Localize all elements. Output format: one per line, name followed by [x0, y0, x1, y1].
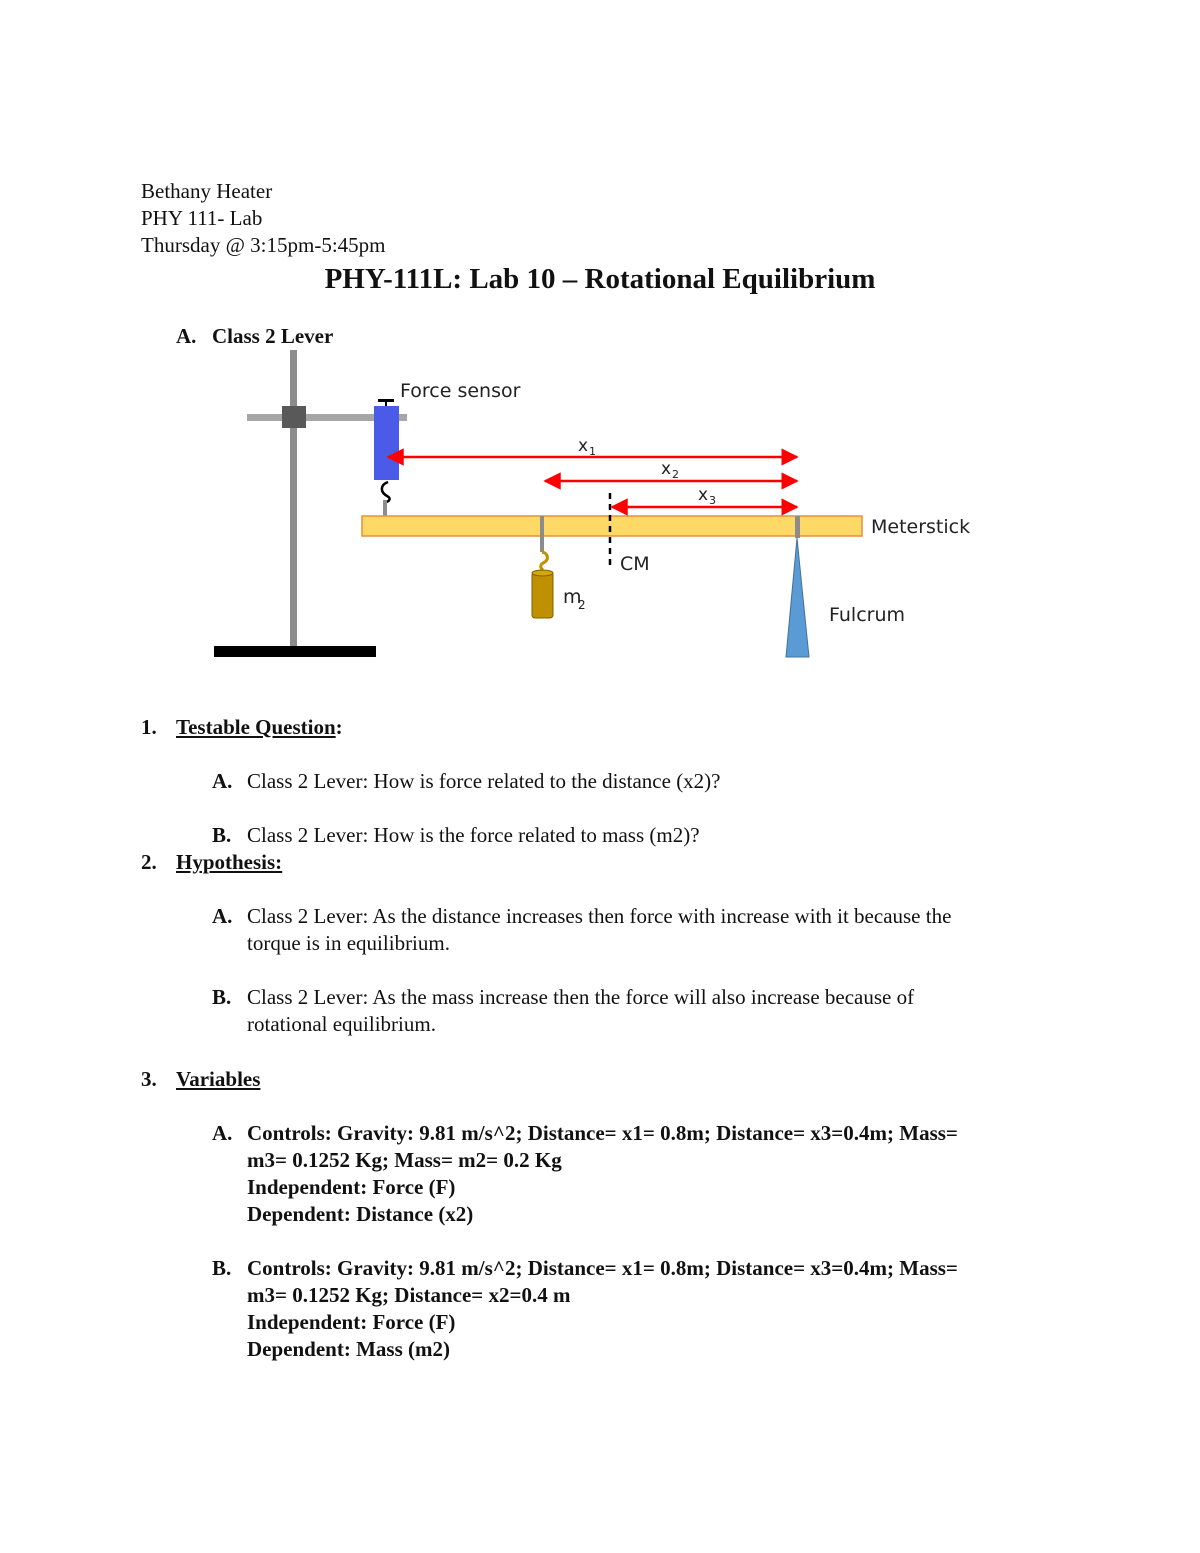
lever-diagram: Force sensor Meterstick Fulcrum CM m 2 x…	[214, 350, 970, 658]
x3-label: x	[698, 485, 708, 505]
q1b-letter: B.	[212, 823, 232, 847]
x3-subscript: 3	[709, 494, 716, 507]
mass-hook	[539, 550, 549, 572]
course-name: PHY 111- Lab	[141, 206, 263, 230]
q3a-line1: Controls: Gravity: 9.81 m/s^2; Distance=…	[247, 1121, 958, 1145]
q2a-letter: A.	[212, 904, 233, 928]
q3-number: 3.	[141, 1067, 157, 1091]
m2-subscript: 2	[578, 598, 586, 612]
q2a-line2: torque is in equilibrium.	[247, 931, 450, 955]
q2b-line1: Class 2 Lever: As the mass increase then…	[247, 985, 915, 1009]
q1b-text: Class 2 Lever: How is the force related …	[247, 823, 700, 847]
q1-heading: Testable Question	[176, 715, 336, 739]
q2b-letter: B.	[212, 985, 232, 1009]
q1-colon: :	[335, 715, 343, 739]
x1-label: x	[578, 436, 588, 456]
x1-subscript: 1	[589, 445, 596, 458]
class-time: Thursday @ 3:15pm-5:45pm	[141, 233, 386, 257]
fulcrum-rod	[795, 516, 800, 538]
sensor-hook	[380, 480, 391, 504]
q3b-line1: Controls: Gravity: 9.81 m/s^2; Distance=…	[247, 1256, 958, 1280]
force-sensor-label: Force sensor	[400, 380, 521, 402]
q3b-line3: Independent: Force (F)	[247, 1310, 456, 1334]
q1a-letter: A.	[212, 769, 233, 793]
q3a-line3: Independent: Force (F)	[247, 1175, 456, 1199]
q1a-text: Class 2 Lever: How is force related to t…	[247, 769, 721, 793]
x2-label: x	[661, 459, 671, 479]
page-title: PHY-111L: Lab 10 – Rotational Equilibriu…	[324, 263, 876, 295]
force-sensor	[374, 406, 399, 480]
m2-label: m	[563, 586, 582, 608]
q3-heading: Variables	[176, 1067, 261, 1091]
q3b-line4: Dependent: Mass (m2)	[247, 1337, 450, 1361]
stand-arm	[247, 414, 407, 421]
q2a-line1: Class 2 Lever: As the distance increases…	[247, 904, 952, 928]
q3a-line4: Dependent: Distance (x2)	[247, 1202, 474, 1226]
section-a-label: Class 2 Lever	[212, 324, 334, 348]
q3a-letter: A.	[212, 1121, 233, 1145]
q1-number: 1.	[141, 715, 157, 739]
q2-number: 2.	[141, 850, 157, 874]
x2-subscript: 2	[672, 468, 679, 481]
sensor-cap-stem	[385, 399, 387, 407]
q3a-line2: m3= 0.1252 Kg; Mass= m2= 0.2 Kg	[247, 1148, 562, 1172]
cm-label: CM	[620, 553, 650, 575]
mass-top	[531, 569, 554, 577]
q2-heading: Hypothesis:	[176, 850, 283, 874]
stand-base	[214, 646, 376, 657]
q2b-line2: rotational equilibrium.	[247, 1012, 436, 1036]
fulcrum-label: Fulcrum	[829, 604, 905, 626]
fulcrum	[785, 537, 810, 658]
stand-pole	[290, 350, 297, 650]
q3b-line2: m3= 0.1252 Kg; Distance= x2=0.4 m	[247, 1283, 571, 1307]
mass-rod	[540, 516, 544, 552]
q3b-letter: B.	[212, 1256, 232, 1280]
q1-heading-wrap: Testable Question:	[176, 714, 343, 741]
section-a-letter: A.	[176, 324, 197, 348]
author-name: Bethany Heater	[141, 179, 273, 203]
meterstick-label: Meterstick	[871, 516, 970, 538]
mass-m2	[531, 571, 554, 619]
stand-clamp	[282, 406, 306, 428]
sensor-rod	[383, 500, 387, 518]
meterstick	[361, 515, 863, 537]
